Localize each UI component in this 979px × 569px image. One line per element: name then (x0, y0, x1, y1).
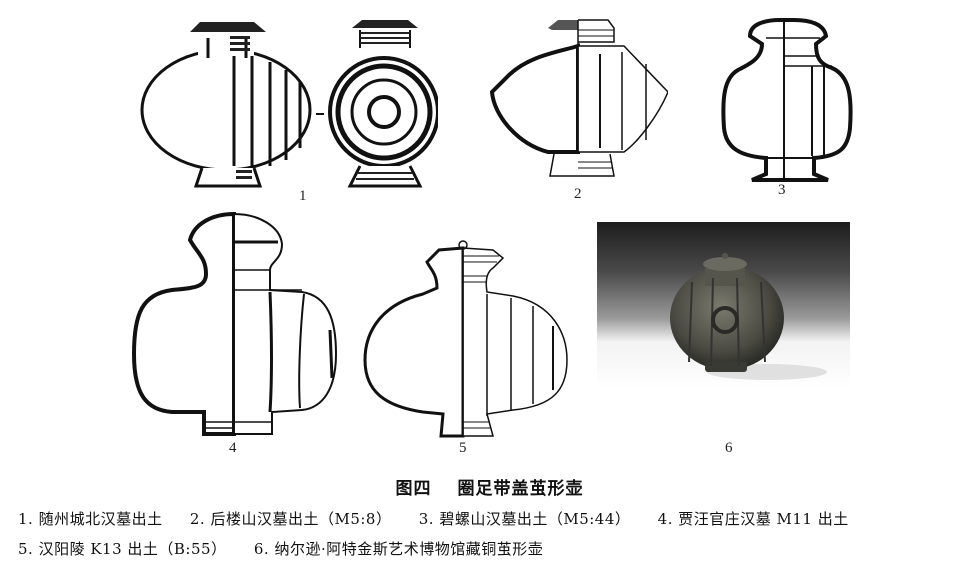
bronze-pot-photo (670, 253, 827, 380)
panel-label-3: 3 (778, 182, 786, 198)
caption-item-2: 2. 后楼山汉墓出土（M5:8） (189, 510, 392, 528)
figure-panel-2 (488, 16, 668, 186)
artifact-photo (597, 222, 850, 388)
panel-label-5: 5 (459, 440, 467, 456)
figure-number: 图四 (395, 479, 432, 499)
vessel-drawing-3 (721, 18, 853, 182)
figure-caption-title: 图四 圈足带盖茧形壶 (0, 474, 979, 499)
caption-line-2: 5. 汉阳陵 K13 出土（B:55） 6. 纳尔逊·阿特金斯艺术博物馆藏铜茧形… (18, 538, 565, 559)
figure-panel-5 (363, 240, 573, 440)
caption-item-1: 1. 随州城北汉墓出土 (18, 510, 163, 528)
caption-item-4: 4. 贾汪官庄汉墓 M11 出土 (657, 510, 849, 528)
vessel-drawing-4 (132, 211, 338, 436)
caption-item-5: 5. 汉阳陵 K13 出土（B:55） (18, 540, 227, 558)
caption-line-1: 1. 随州城北汉墓出土 2. 后楼山汉墓出土（M5:8） 3. 碧螺山汉墓出土（… (18, 508, 871, 529)
figure-panel-1 (138, 18, 438, 190)
panel-label-4: 4 (229, 440, 237, 456)
panel-label-6: 6 (725, 440, 733, 456)
figure-panel-3 (720, 18, 860, 182)
vessel-drawing-2 (489, 19, 668, 177)
vessel-drawing-1 (140, 20, 438, 188)
panel-label-1: 1 (299, 188, 307, 204)
figure-title: 圈足带盖茧形壶 (457, 479, 584, 499)
caption-item-3: 3. 碧螺山汉墓出土（M5:44） (418, 510, 631, 528)
panel-label-2: 2 (574, 186, 582, 202)
figure-panel-4 (132, 210, 342, 440)
caption-item-6: 6. 纳尔逊·阿特金斯艺术博物馆藏铜茧形壶 (253, 540, 544, 558)
vessel-drawing-5 (363, 240, 568, 438)
